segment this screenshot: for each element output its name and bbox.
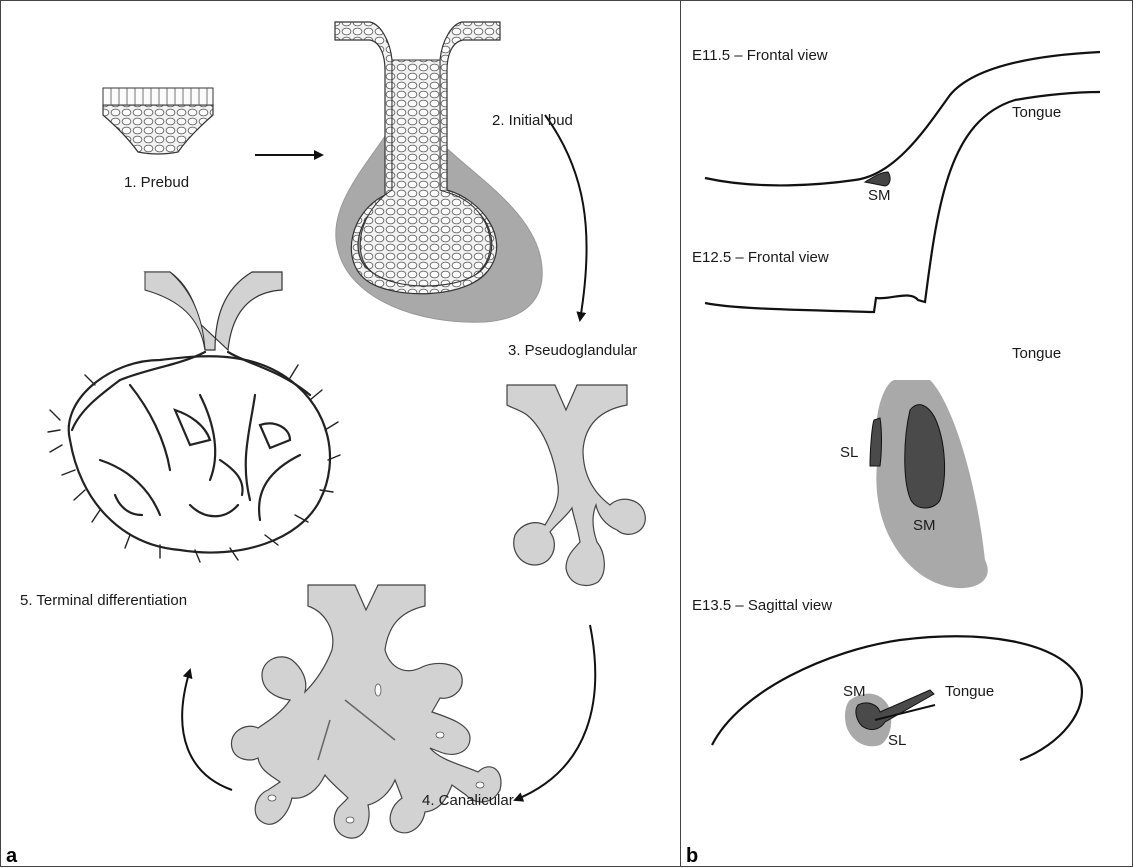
label-prebud: 1. Prebud [124,174,189,191]
e12-sl-label: SL [840,444,858,461]
e12-sm-label: SM [913,517,936,534]
e11-tongue-label: Tongue [1012,104,1061,121]
panel-b-letter: b [686,845,698,867]
e13-title: E13.5 – Sagittal view [692,597,832,614]
pseudoglandular-illustration [507,385,645,586]
panel-a: 1. Prebud 2. Initial bud 3. Pseudoglandu… [6,22,645,867]
label-initial-bud: 2. Initial bud [492,112,573,129]
e11-sm-label: SM [868,187,891,204]
e13-sm-label: SM [843,683,866,700]
e13-sl-label: SL [888,732,906,749]
e13-tongue-label: Tongue [945,683,994,700]
arrow-canalicular-to-terminal [182,670,232,790]
initial-bud-illustration [335,22,542,322]
e12-title: E12.5 – Frontal view [692,249,829,266]
e12-frontal-diagram [705,92,1100,588]
label-terminal-differentiation: 5. Terminal differentiation [20,592,187,609]
arrow-pseudoglandular-to-canalicular [515,625,595,800]
label-pseudoglandular: 3. Pseudoglandular [508,342,637,359]
prebud-illustration [103,88,213,154]
panel-b: E11.5 – Frontal view Tongue SM E12.5 – F… [686,47,1100,867]
arrow-initial-bud-to-pseudoglandular [545,115,587,320]
terminal-differentiation-illustration [48,272,340,562]
panel-a-letter: a [6,845,18,867]
e11-title: E11.5 – Frontal view [692,47,828,64]
e12-tongue-label: Tongue [1012,345,1061,362]
label-canalicular: 4. Canalicular [422,792,514,809]
